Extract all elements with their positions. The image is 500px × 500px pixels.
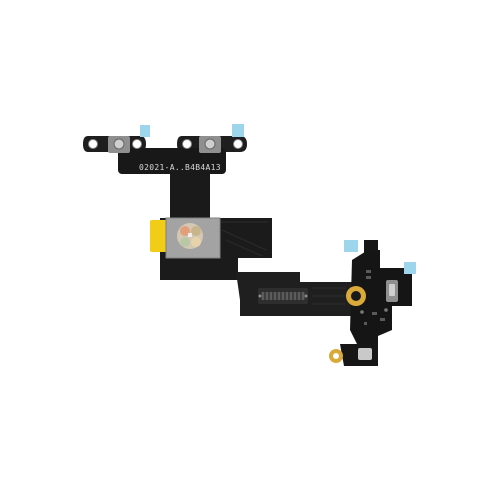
power-switch [386, 280, 398, 302]
ribbon-section [236, 272, 352, 316]
blue-tab [404, 262, 416, 274]
smd-component [372, 312, 377, 315]
center-flex [150, 217, 272, 280]
mount-hole [182, 139, 192, 149]
drop-flex [170, 170, 210, 220]
blue-tab [232, 124, 244, 137]
test-pad [384, 308, 388, 312]
volume-up-switch [108, 136, 130, 153]
mount-hole [233, 139, 243, 149]
mount-hole [88, 139, 98, 149]
mount-hole [132, 139, 142, 149]
flash-led [177, 223, 203, 249]
smd-component [364, 322, 367, 325]
upper-tail [364, 240, 378, 254]
smd-component [380, 318, 385, 321]
power-button-board [329, 240, 416, 366]
top-flex-strip [118, 148, 226, 174]
test-pad [360, 310, 364, 314]
mic-pad [358, 348, 372, 360]
flex-traces [220, 221, 268, 257]
part-marking-text: 02021-A..B4B4A13 [139, 163, 221, 172]
volume-button-bracket: 02021-A..B4B4A13 [83, 124, 247, 220]
smd-component [366, 270, 371, 273]
volume-down-switch [199, 136, 221, 153]
yellow-tape [150, 220, 168, 252]
board-connector [258, 288, 308, 304]
blue-tab [344, 240, 358, 252]
smd-component [366, 276, 371, 279]
blue-tab [140, 125, 150, 137]
